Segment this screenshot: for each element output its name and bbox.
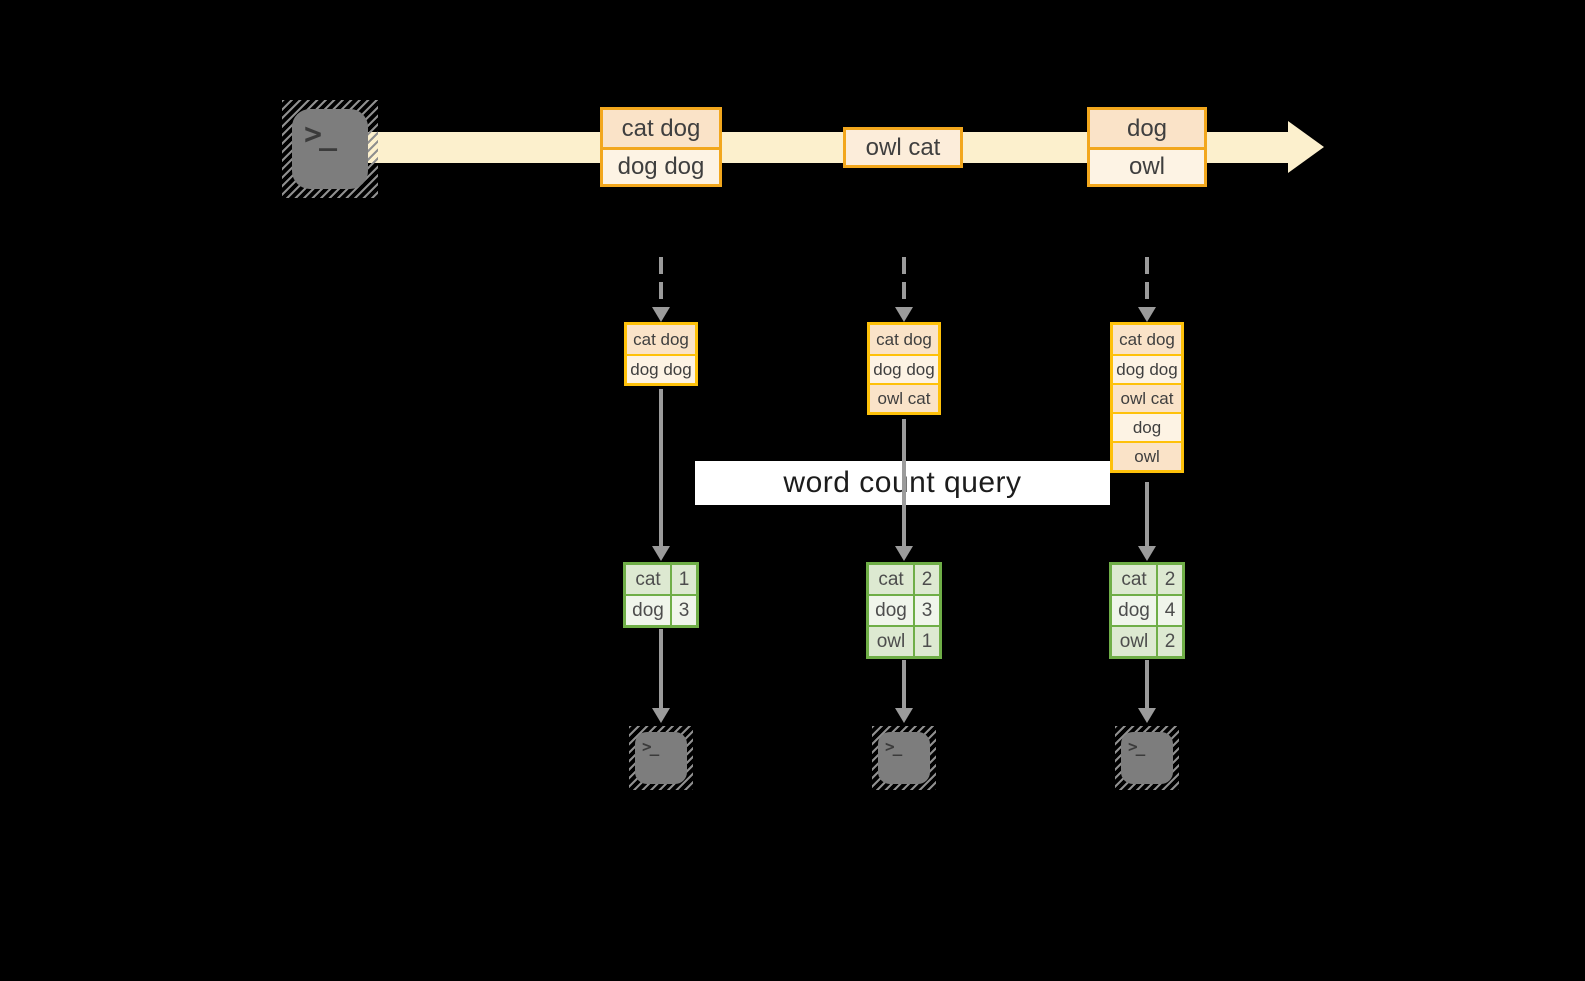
count-word: dog	[1112, 596, 1156, 625]
dashed-arrow-3	[1138, 257, 1156, 322]
count-table-2: cat 2 dog 3 owl 1	[866, 562, 942, 659]
count-word: cat	[869, 565, 913, 594]
arrowhead	[652, 708, 670, 723]
event-buffer-3: cat dog dog dog owl cat dog owl	[1110, 322, 1184, 473]
source-terminal-icon: >_	[282, 100, 378, 198]
arrowhead	[895, 546, 913, 561]
arrowhead	[652, 307, 670, 322]
sink-terminal-icon-2: >_	[872, 726, 936, 790]
sink-terminal-icon-3: >_	[1115, 726, 1179, 790]
arrowhead	[1138, 546, 1156, 561]
terminal-prompt-icon: >_	[885, 737, 902, 756]
event-line: cat dog	[603, 110, 719, 147]
dashed-arrow-2	[895, 257, 913, 322]
arrowhead	[652, 546, 670, 561]
event-line: dog	[1090, 110, 1204, 147]
stream-event-1: cat dog dog dog	[600, 107, 722, 187]
buffer-line: owl cat	[1113, 383, 1181, 412]
count-word: cat	[1112, 565, 1156, 594]
event-buffer-2: cat dog dog dog owl cat	[867, 322, 941, 415]
count-value: 2	[1158, 627, 1182, 656]
buffer-line: owl cat	[870, 383, 938, 412]
arrowhead	[895, 708, 913, 723]
buffer-line: dog dog	[627, 354, 695, 383]
count-table-3: cat 2 dog 4 owl 2	[1109, 562, 1185, 659]
arrow-buffer3-to-counts	[1138, 482, 1156, 561]
sink-terminal-icon-1: >_	[629, 726, 693, 790]
count-table-1: cat 1 dog 3	[623, 562, 699, 628]
dashed-arrow-1	[652, 257, 670, 322]
buffer-line: dog	[1113, 412, 1181, 441]
event-line: owl	[1090, 147, 1204, 184]
arrow-buffer2-to-counts	[895, 419, 913, 561]
count-word: dog	[869, 596, 913, 625]
event-line: owl cat	[846, 130, 960, 165]
buffer-line: cat dog	[870, 325, 938, 354]
count-word: owl	[869, 627, 913, 656]
event-line: dog dog	[603, 147, 719, 184]
count-value: 1	[915, 627, 939, 656]
buffer-line: cat dog	[1113, 325, 1181, 354]
terminal-screen: >_	[292, 109, 368, 189]
arrow-buffer1-to-counts	[652, 389, 670, 561]
buffer-line: owl	[1113, 441, 1181, 470]
arrowhead	[1138, 307, 1156, 322]
buffer-line: dog dog	[870, 354, 938, 383]
count-word: owl	[1112, 627, 1156, 656]
terminal-screen: >_	[635, 732, 687, 784]
stream-event-3: dog owl	[1087, 107, 1207, 187]
count-value: 3	[672, 596, 696, 625]
stream-arrowhead	[1288, 121, 1324, 173]
count-value: 2	[1158, 565, 1182, 594]
terminal-prompt-icon: >_	[642, 737, 659, 756]
terminal-prompt-icon: >_	[304, 117, 337, 152]
event-buffer-1: cat dog dog dog	[624, 322, 698, 386]
count-value: 1	[672, 565, 696, 594]
arrowhead	[895, 307, 913, 322]
arrowhead	[1138, 708, 1156, 723]
terminal-prompt-icon: >_	[1128, 737, 1145, 756]
count-value: 4	[1158, 596, 1182, 625]
arrow-counts1-to-sink	[652, 629, 670, 723]
terminal-screen: >_	[878, 732, 930, 784]
arrow-counts3-to-sink	[1138, 660, 1156, 723]
count-word: dog	[626, 596, 670, 625]
terminal-screen: >_	[1121, 732, 1173, 784]
arrow-counts2-to-sink	[895, 660, 913, 723]
count-value: 2	[915, 565, 939, 594]
stream-event-2: owl cat	[843, 127, 963, 168]
buffer-line: dog dog	[1113, 354, 1181, 383]
count-value: 3	[915, 596, 939, 625]
buffer-line: cat dog	[627, 325, 695, 354]
count-word: cat	[626, 565, 670, 594]
